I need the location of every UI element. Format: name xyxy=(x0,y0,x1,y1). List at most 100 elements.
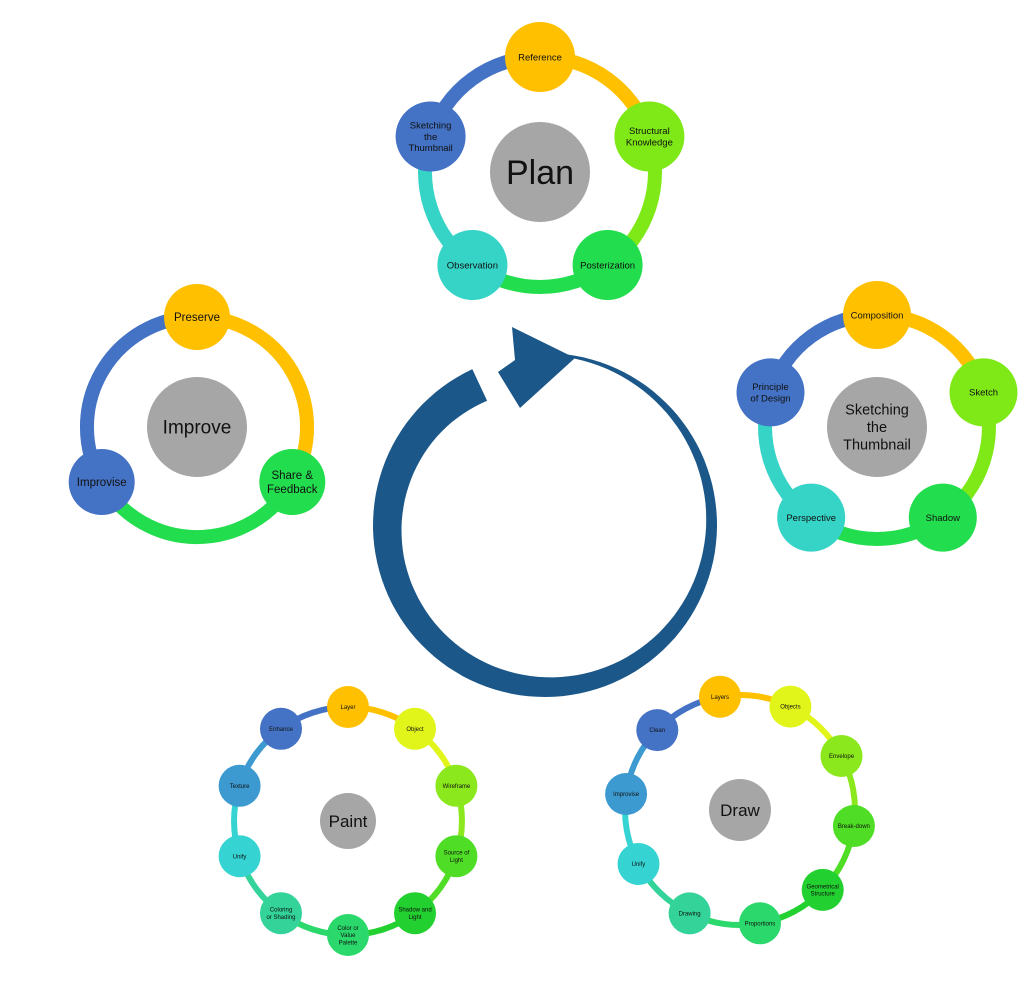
node-label: Share &Feedback xyxy=(267,470,318,496)
node-label: Reference xyxy=(518,52,562,63)
node-circle xyxy=(843,281,911,349)
node-circle xyxy=(769,685,812,728)
center-circle xyxy=(490,122,590,222)
node-circle xyxy=(327,914,369,956)
node-circle xyxy=(68,449,135,515)
node-label: Posterization xyxy=(580,260,635,271)
cycle-draw: Draw LayersObjectsEnvelopeBreak-downGeome… xyxy=(605,675,875,945)
center-label: Plan xyxy=(506,154,574,192)
node-circle xyxy=(164,284,230,350)
node-circle xyxy=(801,868,844,911)
node-label: Layer xyxy=(340,705,355,711)
node-circle xyxy=(572,230,643,300)
node-perspective: Perspective xyxy=(777,483,846,552)
node-enhance: Enhance xyxy=(260,707,302,750)
node-circle xyxy=(394,892,436,935)
node-circle xyxy=(218,764,261,807)
node-object: Object xyxy=(394,707,436,750)
node-circle xyxy=(259,449,326,515)
central-cycle-arrow xyxy=(373,327,717,697)
cycle-arrow-body xyxy=(373,353,717,697)
node-label: Improvise xyxy=(77,477,127,489)
node-circle xyxy=(949,358,1018,427)
center-label: Paint xyxy=(329,812,368,831)
node-circle xyxy=(699,675,741,718)
node-label: Layers xyxy=(711,695,729,701)
node-circle xyxy=(636,709,679,752)
node-layers: Layers xyxy=(699,675,741,718)
node-circle xyxy=(739,902,781,945)
center-circle xyxy=(320,793,376,849)
node-circle xyxy=(394,707,436,750)
node-circle xyxy=(908,483,977,552)
node-circle xyxy=(437,230,508,300)
node-circle xyxy=(260,892,302,935)
node-break-down: Break-down xyxy=(832,805,875,847)
node-shadow: Shadow xyxy=(908,483,977,552)
center-circle xyxy=(827,377,927,477)
node-texture: Texture xyxy=(218,764,261,807)
node-label: Perspective xyxy=(786,513,836,524)
node-circle xyxy=(736,358,805,427)
node-improvise: Improvise xyxy=(605,773,648,815)
center-circle xyxy=(147,377,247,477)
node-drawing: Drawing xyxy=(668,892,711,935)
node-share-feedback: Share &Feedback xyxy=(259,449,326,515)
node-label: Drawing xyxy=(679,912,701,918)
node-label: Object xyxy=(406,727,424,733)
node-circle xyxy=(832,805,875,847)
node-wireframe: Wireframe xyxy=(435,764,478,807)
node-reference: Reference xyxy=(505,22,575,92)
center-circle xyxy=(709,779,771,841)
node-objects: Objects xyxy=(769,685,812,728)
node-label: Proportions xyxy=(745,921,776,927)
node-unify: Unify xyxy=(617,843,660,885)
node-unify: Unify xyxy=(218,835,261,878)
node-clean: Clean xyxy=(636,709,679,752)
node-label: Envelope xyxy=(829,754,855,760)
node-label: Unify xyxy=(233,854,247,860)
cycle-arrow-head xyxy=(498,327,575,408)
node-label: Observation xyxy=(447,260,498,271)
node-circle xyxy=(614,101,685,172)
node-label: Break-down xyxy=(838,824,870,830)
node-preserve: Preserve xyxy=(164,284,230,350)
node-circle xyxy=(605,773,648,815)
node-circle xyxy=(218,835,261,878)
node-label: Clean xyxy=(649,728,665,734)
node-circle xyxy=(435,764,478,807)
node-circle xyxy=(395,101,466,172)
node-label: Improvise xyxy=(613,792,640,798)
node-label: Shadow xyxy=(926,513,960,524)
node-label: Objects xyxy=(780,705,800,711)
node-label: Wireframe xyxy=(443,784,471,790)
node-proportions: Proportions xyxy=(739,902,781,945)
node-circle xyxy=(505,22,575,92)
node-label: Unify xyxy=(632,862,646,868)
node-envelope: Envelope xyxy=(820,735,863,777)
node-circle xyxy=(777,483,846,552)
node-circle xyxy=(668,892,711,935)
node-label: Texture xyxy=(230,784,250,790)
node-circle xyxy=(260,707,302,750)
center-label: Improve xyxy=(163,418,232,439)
center-label: Draw xyxy=(720,801,760,820)
